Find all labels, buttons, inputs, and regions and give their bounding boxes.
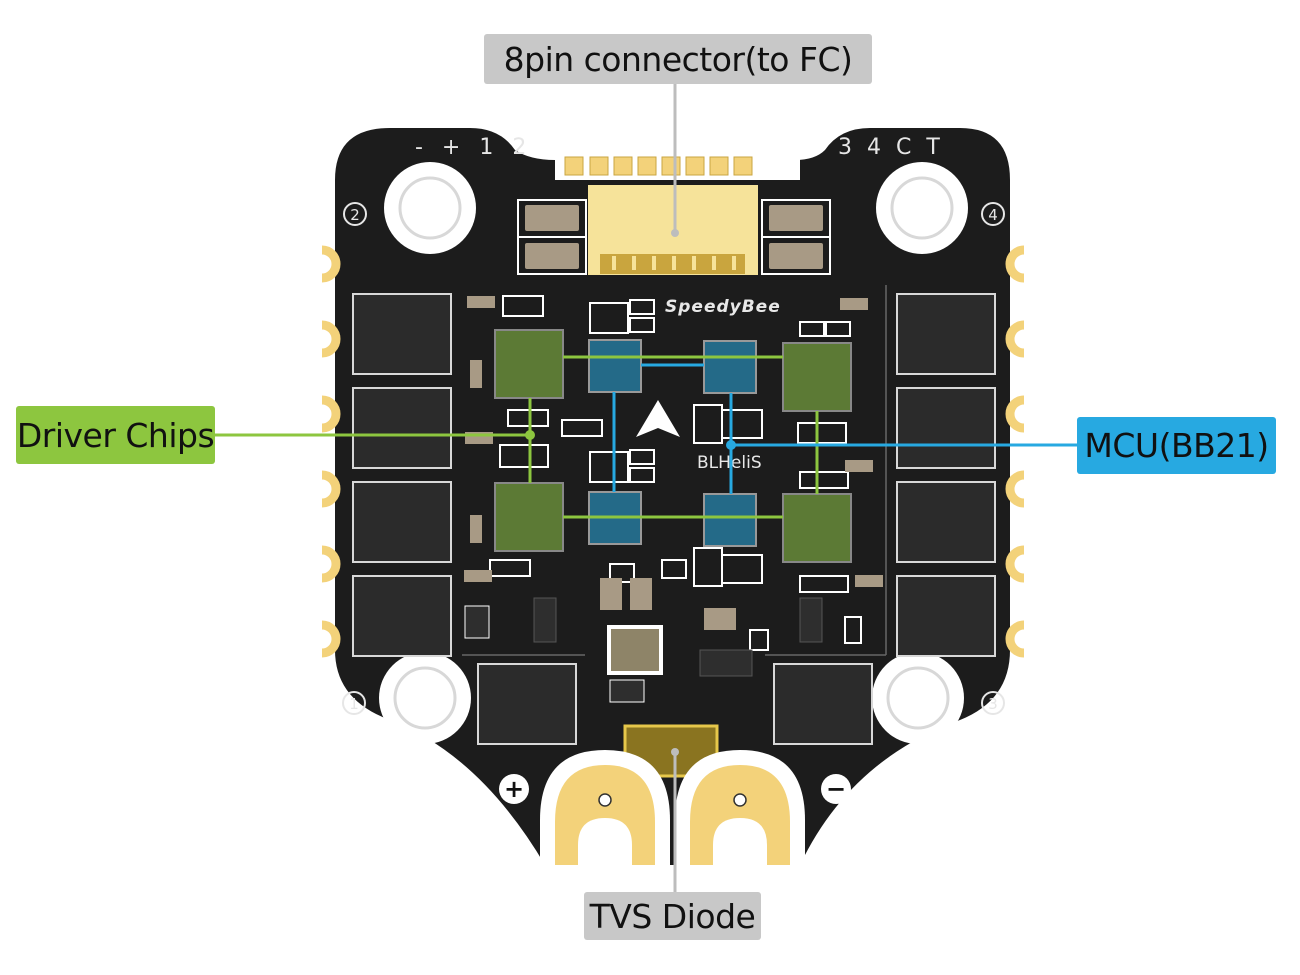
mount-number-2: 2 bbox=[350, 206, 360, 224]
regulator-chips bbox=[464, 597, 823, 703]
power-pad-minus bbox=[675, 750, 805, 865]
connector-capacitors bbox=[517, 199, 831, 275]
plus-sign: + bbox=[504, 775, 524, 803]
plus-symbol: + bbox=[499, 774, 529, 804]
connector-8pin bbox=[555, 150, 800, 275]
mount-hole-1 bbox=[379, 652, 471, 744]
driver-chip-1 bbox=[494, 329, 564, 399]
mount-number-2-badge: 2 bbox=[343, 202, 367, 226]
mcu-chip-4 bbox=[703, 493, 757, 547]
mount-number-3-badge: 3 bbox=[981, 691, 1005, 715]
firmware-label: BLHeliS bbox=[697, 453, 762, 473]
mount-number-1-badge: 1 bbox=[342, 691, 366, 715]
mcu-leader-dot bbox=[726, 440, 736, 450]
mount-number-4-badge: 4 bbox=[981, 202, 1005, 226]
left-solder-pads bbox=[321, 245, 341, 658]
driver-leader-lines bbox=[215, 355, 819, 519]
right-solder-pads bbox=[1005, 245, 1025, 658]
mount-number-1: 1 bbox=[349, 695, 359, 713]
mcu-chip-2 bbox=[703, 340, 757, 394]
inductor bbox=[607, 625, 663, 675]
minus-sign: − bbox=[826, 775, 846, 803]
callout-tvs-diode: TVS Diode bbox=[584, 892, 761, 940]
pin-labels-right: 3 4 C T bbox=[838, 135, 944, 160]
mosfets-left bbox=[352, 293, 452, 657]
mcu-chip-1 bbox=[588, 339, 642, 393]
ceramic-caps bbox=[525, 205, 823, 269]
mount-hole-3 bbox=[872, 652, 964, 744]
mount-number-4: 4 bbox=[988, 206, 998, 224]
driver-leader-dot bbox=[525, 430, 535, 440]
tvs-leader-dot bbox=[671, 748, 679, 756]
driver-chip-3 bbox=[494, 482, 564, 552]
smd-caps bbox=[464, 296, 883, 630]
brand-logo: SpeedyBee bbox=[665, 297, 781, 317]
direction-arrow-icon bbox=[636, 400, 680, 437]
callout-driver-chips: Driver Chips bbox=[16, 406, 215, 464]
mount-number-3: 3 bbox=[988, 695, 998, 713]
driver-chip-2 bbox=[782, 342, 852, 412]
minus-symbol: − bbox=[821, 774, 851, 804]
callout-connector: 8pin connector(to FC) bbox=[484, 34, 872, 84]
silk-dividers bbox=[462, 285, 887, 656]
mount-hole-2 bbox=[384, 162, 476, 254]
smd-components bbox=[489, 295, 862, 651]
mosfets-right bbox=[896, 293, 996, 657]
connector-leader-dot bbox=[671, 229, 679, 237]
driver-chip-4 bbox=[782, 493, 852, 563]
mount-hole-4 bbox=[876, 162, 968, 254]
callout-mcu: MCU(BB21) bbox=[1077, 417, 1276, 474]
power-pad-plus bbox=[540, 750, 670, 865]
mosfets-bottom bbox=[477, 663, 873, 745]
pin-labels-left: - + 1 2 bbox=[415, 135, 532, 160]
driver-chips bbox=[494, 329, 852, 563]
